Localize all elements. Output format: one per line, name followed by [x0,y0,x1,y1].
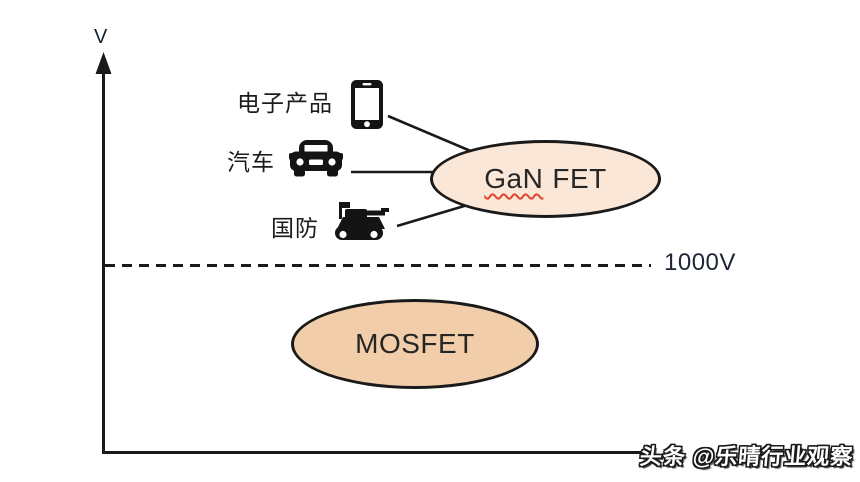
connector-tank-gan [396,202,472,228]
gan-fet-label: GaN FET [484,163,606,195]
tank-icon [331,201,392,244]
car-icon [289,138,343,177]
watermark-handle: @乐晴行业观察 [691,444,855,469]
connector-phone-gan [387,114,474,154]
smartphone-icon [350,79,384,130]
fet-word: FET [552,163,607,194]
gan-fet-node: GaN FET [430,140,661,218]
threshold-label: 1000V [664,249,736,276]
gan-word: GaN [484,163,544,194]
watermark: 头条@乐晴行业观察 [639,439,855,471]
app-label-electronics: 电子产品 [237,90,333,116]
app-label-defense: 国防 [271,215,319,241]
app-label-automotive: 汽车 [227,149,275,175]
y-axis-label: V [94,26,108,48]
mosfet-node: MOSFET [291,299,539,389]
y-axis-arrowhead [95,52,112,74]
watermark-brand: 头条 [638,444,687,469]
mosfet-label: MOSFET [355,328,475,359]
